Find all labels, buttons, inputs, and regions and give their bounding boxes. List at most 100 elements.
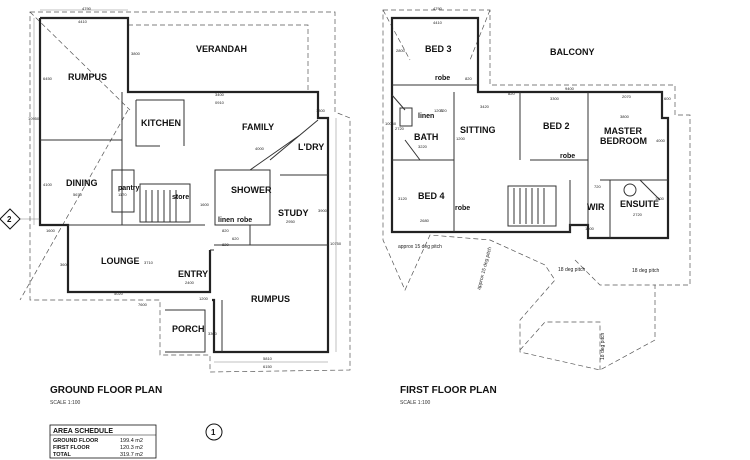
room-master: MASTER — [604, 126, 643, 136]
dim-ensuite-w: 2720 — [633, 212, 643, 217]
dim-robe-w: 1200 — [434, 108, 444, 113]
room-kitchen: KITCHEN — [141, 118, 181, 128]
room-family: FAMILY — [242, 122, 274, 132]
room-laundry: L'DRY — [298, 142, 324, 152]
dim-laundry-w: 1300 — [316, 108, 326, 113]
dim-shower-b: 620 — [232, 236, 239, 241]
area-schedule-box — [49, 424, 157, 459]
kitchen-island — [135, 99, 185, 147]
first-interior-walls-a — [392, 84, 589, 232]
area-row-label: GROUND FLOOR — [53, 438, 98, 444]
first-roof-hips — [382, 9, 491, 61]
pantry-walls — [111, 169, 135, 213]
dim-bed3-side: 2800 — [396, 48, 406, 53]
dim-dining-depth: 4100 — [43, 182, 53, 187]
laundry-walls — [249, 119, 328, 176]
first-roof-outline — [382, 9, 691, 371]
room-pantry: pantry — [118, 185, 140, 192]
room-rumpus-upper: RUMPUS — [68, 72, 107, 82]
note-pitch-e: 18 deg pitch — [600, 333, 606, 360]
dim-study-depth: 3900 — [318, 208, 328, 213]
study-walls — [214, 225, 328, 246]
area-schedule-title: AREA SCHEDULE — [53, 428, 113, 435]
room-sitting: SITTING — [460, 125, 496, 135]
room-entry: ENTRY — [178, 269, 208, 279]
room-verandah: VERANDAH — [196, 44, 247, 54]
first-floor-title: FIRST FLOOR PLAN — [400, 385, 497, 396]
first-floor-scale: SCALE 1:100 — [400, 400, 431, 406]
dim-verandah-depth: 3800 — [131, 51, 141, 56]
dim-entry-side: 1200 — [199, 296, 209, 301]
dim-wir-w: 720 — [594, 184, 601, 189]
room-porch: PORCH — [172, 324, 205, 334]
dim-wir-bottom: 1600 — [585, 226, 595, 231]
dim-bed4-width: 2680 — [420, 218, 430, 223]
dim-lounge-depth: 3710 — [144, 260, 154, 265]
room-lounge: LOUNGE — [101, 256, 140, 266]
area-row-label: FIRST FLOOR — [53, 445, 90, 451]
dim-bed4-depth: 3120 — [398, 196, 408, 201]
dim-family-sub: 0910 — [215, 100, 225, 105]
dim-lounge-width: 5020 — [114, 291, 124, 296]
room-store: store — [172, 194, 189, 201]
room-bath: BATH — [414, 132, 438, 142]
ground-floor-scale: SCALE 1:100 — [50, 400, 81, 406]
dim-entry: 2400 — [185, 280, 195, 285]
dim-right-r: 600 — [664, 96, 671, 101]
dim-store: 1600 — [200, 202, 210, 207]
roof-ridge-lines — [19, 11, 131, 301]
room-robe-bed4: robe — [455, 205, 470, 212]
dim-left-depth: 10950 — [28, 116, 40, 121]
area-row-value: 199.4 m2 — [120, 438, 143, 444]
note-pitch-d: 18 deg pitch — [632, 268, 659, 274]
ground-wall-outer-left — [38, 18, 212, 294]
dim-bath-door: 720 — [440, 108, 447, 113]
dim-family-width: 3400 — [215, 92, 225, 97]
dim-bottom-width: 7600 — [138, 302, 148, 307]
room-linen: linen — [218, 217, 234, 224]
ground-wall-outer-right — [40, 16, 330, 354]
dim-shower-a: 820 — [222, 228, 229, 233]
room-shower: SHOWER — [231, 185, 272, 195]
dim-bath-w: 3220 — [418, 144, 428, 149]
room-rumpus-lower: RUMPUS — [251, 294, 290, 304]
dim-rumpus-bottom: 5810 — [263, 356, 273, 361]
section-marker-1-label: 1 — [211, 428, 216, 437]
dim-bed2-width: 3300 — [550, 96, 560, 101]
note-pitch-a: approx 15 deg pitch — [398, 244, 442, 250]
dim-dining-bottom: 1600 — [46, 228, 56, 233]
room-balcony: BALCONY — [550, 47, 595, 57]
room-wir: WIR — [587, 202, 605, 212]
ground-interior-walls-a — [40, 92, 205, 226]
dim-bed3-door: 820 — [465, 76, 472, 81]
porch-walls — [165, 309, 206, 353]
dim-first-left-depth: 10050 — [385, 121, 397, 126]
dim-family-depth: 4000 — [255, 146, 265, 151]
dim-overall-bottom: 6150 — [263, 364, 273, 369]
dim-pantry: 1170 — [118, 192, 127, 197]
room-ensuite: ENSUITE — [620, 199, 659, 209]
bath-basin-icon — [623, 183, 637, 197]
dim-porch-side: 3300 — [208, 331, 218, 336]
ground-floor-plan: RUMPUS VERANDAH KITCHEN FAMILY L'DRY DIN… — [0, 6, 351, 441]
bath-toilet — [399, 107, 413, 127]
dim-bath-side2: 1200 — [456, 136, 466, 141]
ground-eaves-outline — [29, 11, 351, 373]
area-row-label: TOTAL — [53, 452, 71, 458]
rumpus-lower-walls — [210, 249, 223, 352]
room-linen: linen — [418, 113, 434, 120]
note-pitch-b: approx 15 deg pitch — [476, 246, 493, 290]
stair-walls — [139, 183, 191, 223]
room-bed3: BED 3 — [425, 44, 452, 54]
first-roof-ridges — [519, 259, 655, 370]
first-fixtures — [391, 94, 661, 201]
dim-bed3-width: 4410 — [433, 20, 443, 25]
dim-rumpus-width: 4410 — [78, 19, 88, 24]
area-row-value: 319.7 m2 — [120, 452, 143, 458]
room-dining: DINING — [66, 178, 98, 188]
room-robe-top: robe — [435, 75, 450, 82]
area-row-value: 120.3 m2 — [120, 445, 143, 451]
dim-ens-side: 1800 — [655, 196, 665, 201]
section-marker-2-label: 2 — [7, 215, 12, 224]
